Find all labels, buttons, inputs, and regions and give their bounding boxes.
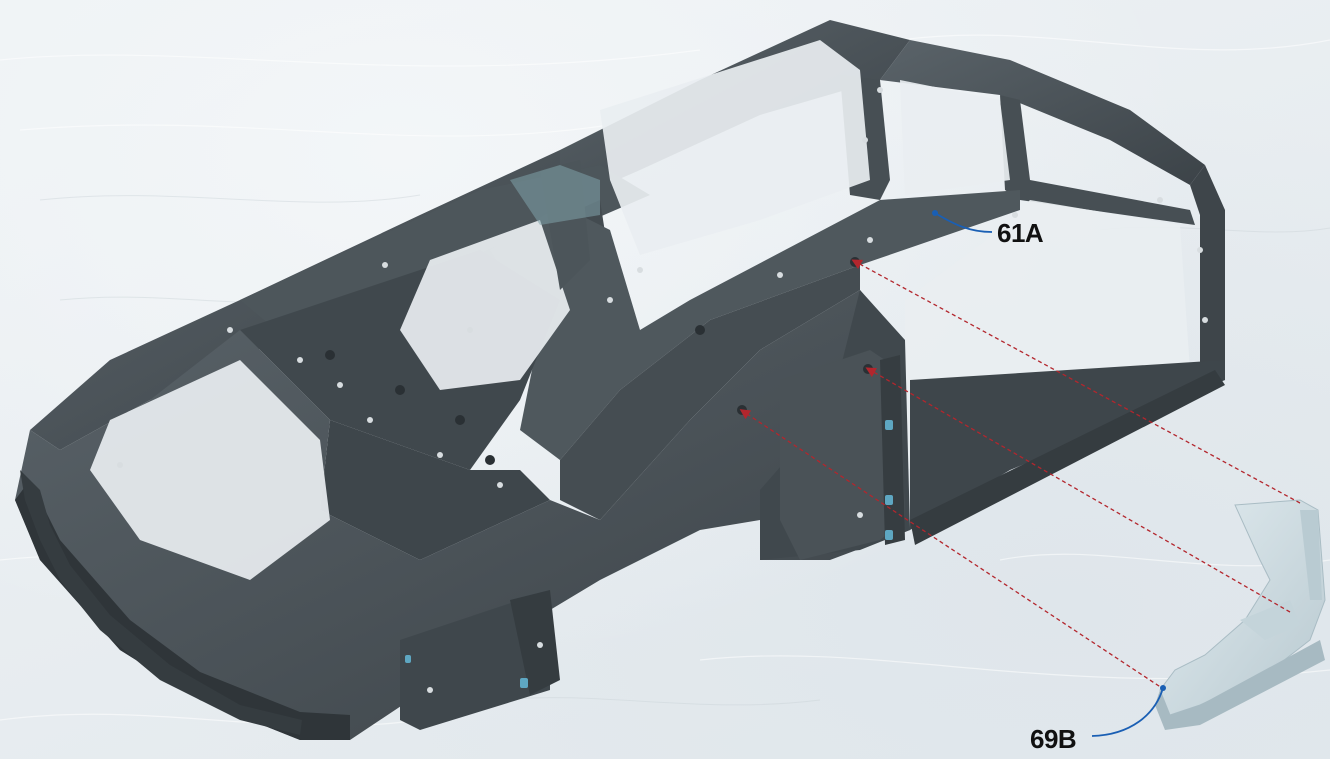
guide-line-upper	[851, 259, 1301, 504]
mounting-bracket-illustration	[1155, 499, 1326, 730]
callout-69b-leader-line	[1091, 687, 1164, 737]
guide-line-middle	[865, 367, 1291, 613]
callout-61a-leader-line	[934, 212, 993, 233]
callout-61a: 61A	[932, 210, 1044, 248]
guide-line-lower	[739, 409, 1166, 691]
callout-69b-label: 69B	[1030, 724, 1076, 754]
callout-61a-label: 61A	[997, 218, 1044, 248]
callout-69b: 69B	[1030, 685, 1166, 754]
assembly-guide-lines	[739, 259, 1301, 691]
car-body-frame-illustration	[15, 20, 1225, 740]
